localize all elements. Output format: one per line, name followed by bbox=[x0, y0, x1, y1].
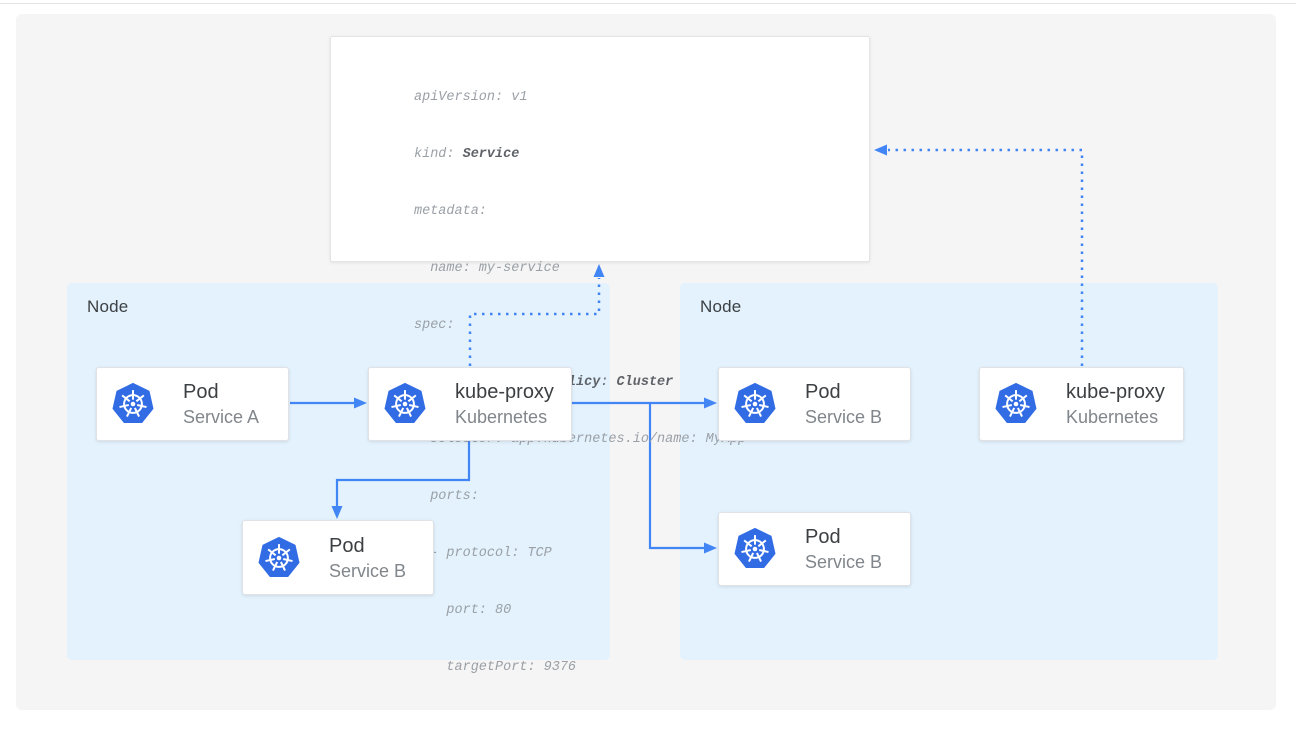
yaml-text: spec: bbox=[414, 318, 455, 333]
yaml-text: targetPort: 9376 bbox=[414, 660, 577, 675]
yaml-text: ports: bbox=[414, 489, 479, 504]
kube-proxy-card-left: kube-proxy Kubernetes bbox=[368, 367, 572, 441]
yaml-line: name: my-service bbox=[414, 259, 861, 278]
yaml-text: name: my-service bbox=[414, 261, 560, 276]
card-title: Pod bbox=[329, 534, 365, 557]
card-subtitle: Service A bbox=[183, 407, 260, 427]
card-subtitle: Service B bbox=[805, 552, 883, 572]
card-title: kube-proxy bbox=[455, 381, 554, 403]
kubernetes-icon bbox=[256, 535, 302, 581]
top-divider bbox=[0, 3, 1296, 4]
yaml-text-bold: Service bbox=[462, 147, 520, 162]
card-title: Pod bbox=[805, 381, 841, 403]
pod-service-a-card: Pod Service A bbox=[96, 367, 289, 441]
kubernetes-icon bbox=[382, 381, 428, 427]
yaml-line: - protocol: TCP bbox=[414, 544, 861, 563]
pod-service-b-card-bottom-right: Pod Service B bbox=[718, 512, 911, 586]
yaml-line: port: 80 bbox=[414, 601, 861, 620]
kubernetes-icon bbox=[732, 526, 778, 572]
yaml-line: targetPort: 9376 bbox=[414, 658, 861, 677]
yaml-text: : bbox=[600, 375, 617, 390]
yaml-text: kind: bbox=[414, 147, 463, 162]
card-subtitle: Service B bbox=[329, 560, 407, 581]
yaml-text: apiVersion: v1 bbox=[414, 90, 528, 105]
yaml-text-bold: Cluster bbox=[616, 375, 674, 390]
card-subtitle: Service B bbox=[805, 407, 883, 427]
kube-proxy-card-right: kube-proxy Kubernetes bbox=[979, 367, 1184, 441]
card-subtitle: Kubernetes bbox=[1066, 407, 1159, 427]
yaml-text: metadata: bbox=[414, 204, 487, 219]
kubernetes-icon bbox=[993, 381, 1039, 427]
card-title: Pod bbox=[805, 526, 841, 548]
card-subtitle: Kubernetes bbox=[455, 407, 548, 427]
node-label: Node bbox=[87, 297, 129, 316]
card-title: kube-proxy bbox=[1066, 381, 1165, 403]
yaml-line: kind: Service bbox=[414, 145, 861, 164]
pod-service-b-card-left: Pod Service B bbox=[242, 520, 434, 595]
service-yaml-card: apiVersion: v1 kind: Service metadata: n… bbox=[330, 36, 870, 675]
pod-service-b-card-top-right: Pod Service B bbox=[718, 367, 911, 441]
kubernetes-icon bbox=[110, 381, 156, 427]
yaml-line: ports: bbox=[414, 487, 861, 506]
node-label: Node bbox=[700, 297, 742, 316]
yaml-text: - protocol: TCP bbox=[414, 546, 552, 561]
kubernetes-icon bbox=[732, 381, 778, 427]
yaml-line: spec: bbox=[414, 316, 861, 335]
card-title: Pod bbox=[183, 381, 219, 403]
yaml-line: apiVersion: v1 bbox=[414, 88, 861, 107]
yaml-line: metadata: bbox=[414, 202, 861, 221]
yaml-text: port: 80 bbox=[414, 603, 512, 618]
